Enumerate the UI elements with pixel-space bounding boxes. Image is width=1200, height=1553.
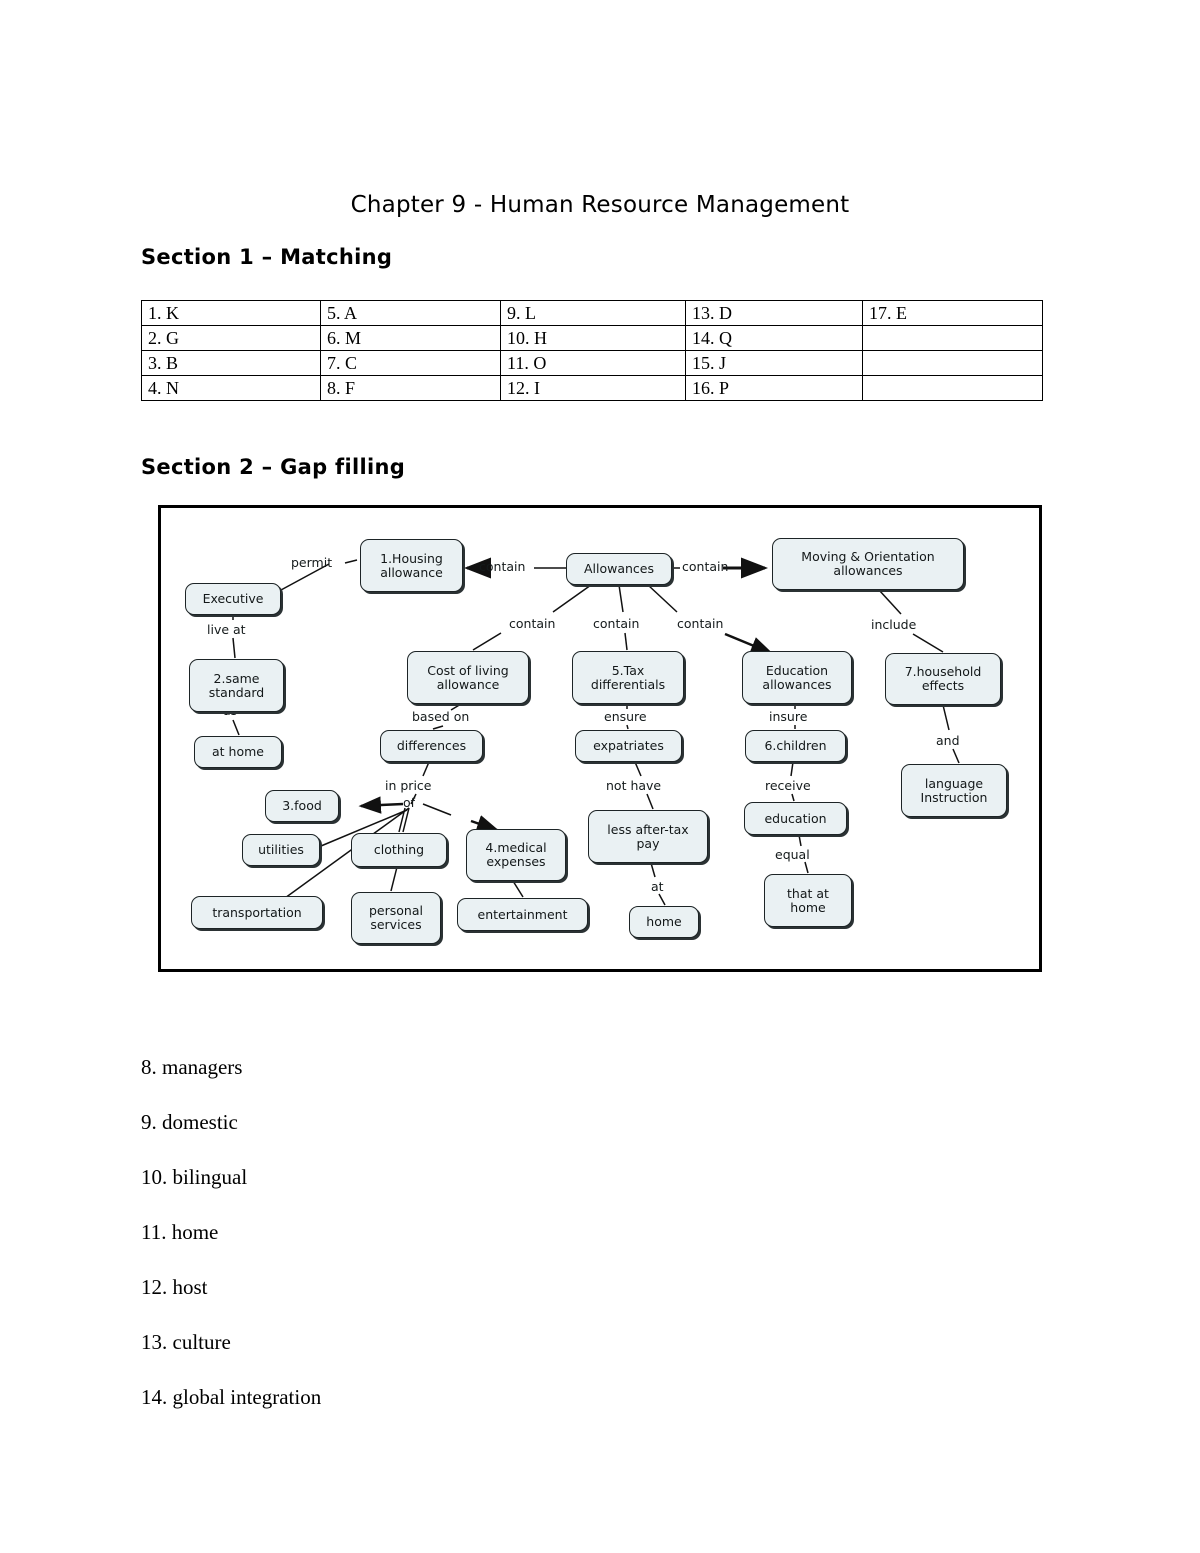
concept-map-edges (232, 557, 960, 906)
table-cell: 8. F (320, 375, 501, 401)
concept-node-that-at-home: that at home (764, 874, 852, 927)
edge-label-at: at (651, 879, 664, 894)
edge-label-permit: permit (291, 555, 333, 570)
concept-node-executive: Executive (185, 583, 281, 615)
table-cell: 11. O (500, 350, 686, 376)
concept-node-utilities: utilities (242, 834, 320, 866)
table-cell: 9. L (500, 300, 686, 326)
concept-node-expatriates: expatriates (575, 730, 682, 762)
table-cell: 12. I (500, 375, 686, 401)
concept-node-clothing: clothing (351, 833, 447, 867)
concept-node-allowances: Allowances (566, 553, 672, 585)
table-cell: 7. C (320, 350, 501, 376)
edge-label-contain-2: contain (682, 559, 729, 574)
table-cell: 1. K (141, 300, 321, 326)
edge-label-in-price: in price (385, 778, 432, 793)
answer-item: 11. home (141, 1220, 219, 1244)
edge-label-contain-3: contain (509, 616, 556, 631)
concept-node-home: home (629, 906, 699, 938)
concept-node-entertainment: entertainment (457, 898, 588, 931)
concept-map-canvas: 1.Housing allowance Allowances Moving & Or… (161, 508, 1039, 969)
table-cell: 13. D (685, 300, 863, 326)
section-2-heading: Section 2 – Gap filling (141, 455, 406, 479)
table-cell: 5. A (320, 300, 501, 326)
concept-node-same-standard: 2.same standard (189, 659, 284, 712)
concept-node-education: education (744, 802, 847, 835)
answer-item: 10. bilingual (141, 1165, 248, 1189)
answer-item: 13. culture (141, 1330, 231, 1354)
concept-node-after-tax: less after-tax pay (588, 810, 708, 863)
edge-label-contain-4: contain (593, 616, 640, 631)
table-cell (862, 325, 1043, 351)
edge-label-ensure: ensure (604, 709, 647, 724)
edge-label-insure: insure (769, 709, 808, 724)
concept-map-frame: 1.Housing allowance Allowances Moving & Or… (158, 505, 1042, 972)
table-cell (862, 375, 1043, 401)
answer-item: 12. host (141, 1275, 208, 1299)
edge-label-live-at: live at (207, 622, 246, 637)
edge-label-contain-5: contain (677, 616, 724, 631)
concept-node-medical: 4.medical expenses (466, 829, 566, 881)
table-cell: 3. B (141, 350, 321, 376)
answer-item: 9. domestic (141, 1110, 238, 1134)
table-cell: 17. E (862, 300, 1043, 326)
concept-node-at-home: at home (194, 736, 282, 768)
concept-node-transportation: transportation (191, 896, 323, 929)
table-cell (862, 350, 1043, 376)
table-cell: 15. J (685, 350, 863, 376)
table-cell: 14. Q (685, 325, 863, 351)
section-1-heading: Section 1 – Matching (141, 245, 393, 269)
concept-node-tax-diff: 5.Tax differentials (572, 651, 684, 704)
concept-node-moving: Moving & Orientation allowances (772, 538, 964, 590)
concept-node-food: 3.food (265, 790, 339, 822)
concept-node-education-allow: Education allowances (742, 651, 852, 704)
concept-node-language: language Instruction (901, 764, 1007, 817)
concept-node-children: 6.children (745, 730, 846, 762)
edge-label-include: include (871, 617, 917, 632)
edge-label-receive: receive (765, 778, 811, 793)
table-cell: 6. M (320, 325, 501, 351)
edge-label-not-have: not have (606, 778, 662, 793)
edge-label-based-on: based on (412, 709, 470, 724)
table-cell: 2. G (141, 325, 321, 351)
concept-node-personal: personal services (351, 892, 441, 944)
concept-node-differences: differences (380, 730, 483, 762)
edge-label-and: and (936, 733, 960, 748)
edge-label-contain-1: contain (479, 559, 526, 574)
table-cell: 10. H (500, 325, 686, 351)
page-title: Chapter 9 - Human Resource Management (350, 192, 850, 218)
answer-item: 8. managers (141, 1055, 243, 1079)
concept-node-cost-living: Cost of living allowance (407, 651, 529, 704)
table-cell: 4. N (141, 375, 321, 401)
edge-label-equal: equal (775, 847, 810, 862)
table-cell: 16. P (685, 375, 863, 401)
edge-label-of: of (403, 795, 416, 810)
concept-node-housing: 1.Housing allowance (360, 539, 463, 592)
answer-item: 14. global integration (141, 1385, 322, 1409)
concept-node-household: 7.household effects (885, 653, 1001, 705)
